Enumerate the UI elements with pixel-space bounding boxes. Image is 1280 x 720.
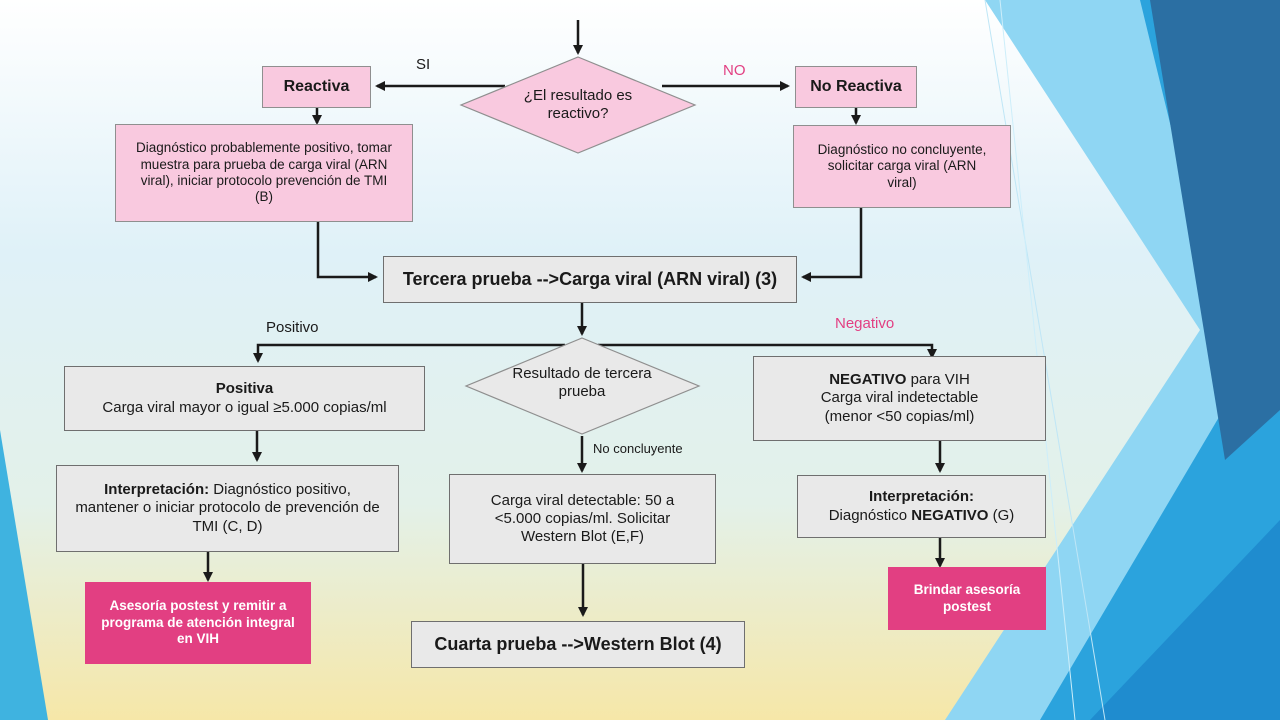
interp-neg-prefix: Diagnóstico	[828, 506, 912, 524]
right-decor-dark	[1150, 0, 1280, 460]
box-negativo: NEGATIVO para VIH Carga viral indetectab…	[753, 356, 1046, 441]
box-carga-detectable: Carga viral detectable: 50 a <5.000 copi…	[449, 474, 716, 564]
interp-neg-suffix: (G)	[988, 506, 1015, 524]
left-decor-shape	[0, 430, 48, 720]
box-positiva: Positiva Carga viral mayor o igual ≥5.00…	[64, 366, 425, 431]
arrow-positivo	[253, 343, 565, 363]
box-reactiva: Reactiva	[262, 66, 371, 108]
label-si: SI	[416, 56, 431, 73]
box-interpretacion-positiva: Interpretación: Diagnóstico positivo, ma…	[56, 465, 399, 552]
arrow-left-to-tercera	[316, 222, 378, 282]
decision1-text: ¿El resultado es reactivo?	[523, 87, 633, 123]
label-no-concluyente: No concluyente	[593, 441, 683, 456]
negativo-line2: Carga viral indetectable	[820, 389, 979, 407]
positiva-title: Positiva	[215, 380, 274, 398]
interp-pos-text: Diagnóstico positivo, mantener o iniciar…	[75, 481, 380, 535]
label-no: NO	[723, 62, 746, 79]
box-no-reactiva: No Reactiva	[795, 66, 917, 108]
negativo-line3: (menor <50 copias/ml)	[824, 407, 975, 425]
decision2-diamond	[464, 337, 701, 435]
decision1-diamond	[459, 56, 697, 154]
box-cuarta-prueba: Cuarta prueba -->Western Blot (4)	[411, 621, 745, 668]
box-diagnostico-no-concluyente: Diagnóstico no concluyente, solicitar ca…	[793, 125, 1011, 208]
label-negativo: Negativo	[835, 315, 895, 332]
box-diagnostico-probable: Diagnóstico probablemente positivo, toma…	[115, 124, 413, 222]
decision2-text: Resultado de tercera prueba	[512, 365, 652, 401]
interp-pos-label: Interpretación:	[104, 481, 210, 499]
arrow-right-to-tercera	[801, 208, 863, 282]
box-interpretacion-negativa: Interpretación: Diagnóstico NEGATIVO (G)	[797, 475, 1046, 538]
arrow-negativo	[598, 343, 937, 359]
box-asesoria-remitir: Asesoría postest y remitir a programa de…	[85, 582, 311, 664]
interp-neg-label: Interpretación:	[868, 488, 974, 506]
negativo-title: NEGATIVO	[829, 371, 907, 389]
negativo-title-suffix: para VIH	[906, 371, 970, 389]
box-asesoria-postest: Brindar asesoría postest	[888, 567, 1046, 630]
right-decor-bottom	[1090, 520, 1280, 720]
interp-neg-bold: NEGATIVO	[911, 506, 989, 524]
label-positivo: Positivo	[266, 319, 319, 336]
positiva-text: Carga viral mayor o igual ≥5.000 copias/…	[102, 398, 387, 416]
box-tercera-prueba: Tercera prueba -->Carga viral (ARN viral…	[383, 256, 797, 303]
